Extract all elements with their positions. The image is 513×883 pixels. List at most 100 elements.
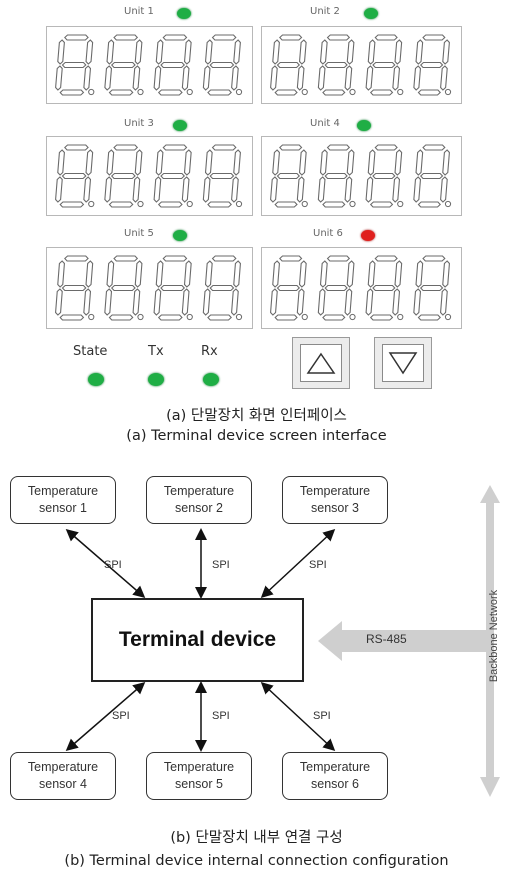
connection-lines [65, 485, 500, 797]
unit-5-label: Unit 5 [124, 228, 154, 239]
segment-d [417, 314, 441, 321]
decimal-point [137, 200, 144, 208]
segment-c [392, 65, 401, 91]
segment-b [346, 39, 355, 65]
unit-1-display [46, 26, 253, 104]
decimal-point [349, 313, 356, 321]
down-triangle-icon [388, 352, 418, 375]
segment-b [298, 149, 307, 176]
state-led [88, 373, 104, 386]
segment-c [440, 65, 448, 91]
temperature-sensor-5: Temperature sensor 5 [146, 752, 252, 800]
segment-d [108, 201, 134, 208]
unit-6-status-led [361, 230, 375, 241]
down-button[interactable] [374, 337, 432, 389]
unit-3-label: Unit 3 [124, 118, 154, 129]
segment-a [162, 34, 188, 41]
tx-label: Tx [148, 344, 164, 359]
segment-f [155, 149, 164, 176]
segment-f [106, 39, 115, 65]
decimal-point [88, 200, 95, 208]
segment-b [134, 39, 143, 65]
decimal-point [444, 88, 452, 96]
segment-a [113, 255, 139, 262]
segment-b [298, 260, 307, 288]
unit-1-status-led [177, 8, 191, 19]
up-button[interactable] [292, 337, 350, 389]
segment-f [415, 39, 424, 65]
temperature-sensor-4: Temperature sensor 4 [10, 752, 116, 800]
segment-b [85, 39, 94, 65]
backbone-arrow [480, 485, 500, 797]
segment-f [319, 149, 328, 176]
segment-f [415, 149, 424, 176]
segment-e [270, 65, 278, 91]
segment-b [298, 39, 307, 65]
segment-g [372, 61, 396, 69]
segment-e [413, 176, 422, 203]
segment-d [322, 89, 346, 96]
segment-c [83, 176, 92, 203]
segment-c [181, 288, 190, 316]
segment-c [296, 176, 305, 203]
segment-a [162, 144, 188, 151]
decimal-point [88, 313, 95, 321]
unit-4-label: Unit 4 [310, 118, 340, 129]
segment-e [365, 288, 374, 316]
segment-e [104, 176, 113, 203]
segment-b [394, 39, 403, 65]
segment-g [61, 61, 87, 69]
segment-c [344, 65, 353, 91]
decimal-point [444, 313, 452, 321]
temperature-sensor-6: Temperature sensor 6 [282, 752, 388, 800]
segment-a [374, 34, 398, 41]
segment-f [367, 39, 376, 65]
segment-f [367, 260, 376, 288]
segment-e [104, 65, 113, 91]
segment-f [204, 260, 213, 288]
segment-a [279, 144, 303, 151]
segment-d [417, 201, 441, 208]
segment-g [276, 284, 301, 292]
segment-a [374, 255, 398, 262]
decimal-point [349, 200, 356, 208]
spi-link-3 [260, 528, 336, 599]
segment-f [367, 149, 376, 176]
segment-g [324, 172, 348, 180]
segment-g [324, 61, 348, 69]
spi-label-6: SPI [313, 710, 331, 722]
segment-g [160, 284, 186, 292]
rs485-arrow [318, 621, 486, 661]
segment-c [231, 65, 239, 91]
segment-d [274, 89, 298, 96]
segment-b [346, 260, 355, 288]
segment-g [419, 61, 444, 69]
segment-b [346, 149, 355, 176]
segment-c [296, 65, 305, 91]
segment-f [415, 260, 424, 288]
up-triangle-icon [306, 352, 336, 374]
segment-d [207, 89, 232, 96]
segment-g [419, 284, 444, 292]
segment-b [183, 260, 192, 288]
caption-a-korean: (a) 단말장치 화면 인터페이스 [166, 408, 347, 424]
spi-link-6 [260, 681, 336, 752]
segment-c [132, 288, 141, 316]
tx-led [148, 373, 164, 386]
spi-label-3: SPI [309, 559, 327, 571]
segment-a [211, 144, 237, 151]
segment-a [326, 144, 351, 151]
segment-g [110, 172, 136, 180]
decimal-point [235, 313, 243, 321]
segment-c [392, 288, 401, 316]
segment-c [392, 176, 401, 203]
segment-a [422, 144, 446, 151]
decimal-point [444, 200, 452, 208]
segment-d [207, 201, 232, 208]
segment-a [211, 34, 237, 41]
unit-4-status-led [357, 120, 371, 131]
segment-c [181, 65, 190, 91]
segment-b [134, 149, 143, 176]
segment-b [233, 39, 241, 65]
segment-c [181, 176, 190, 203]
